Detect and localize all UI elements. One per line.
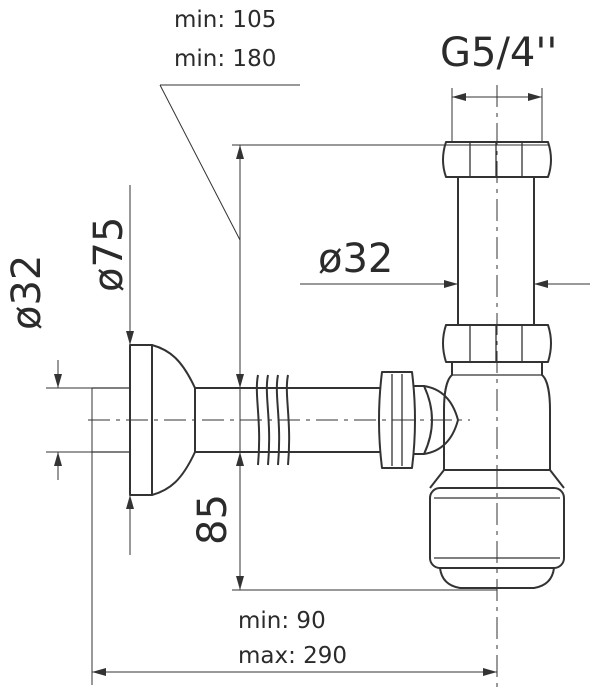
dim-depth <box>159 84 548 590</box>
depth-min-label: min: 105 <box>174 7 276 33</box>
depth-max-label: min: 180 <box>174 46 276 72</box>
top-union-nut <box>442 141 552 178</box>
outlet-diameter-label: ø32 <box>318 236 393 282</box>
length-max-label: max: 290 <box>238 643 347 669</box>
length-min-label: min: 90 <box>238 608 326 634</box>
thread-label: G5/4'' <box>440 30 557 76</box>
dim-wall-pipe-diameter <box>46 360 92 480</box>
wall-pipe-diameter-label: ø32 <box>4 255 50 330</box>
height-label: 85 <box>190 494 236 545</box>
dim-outlet-diameter <box>300 280 590 288</box>
outlet-pipe <box>457 177 535 325</box>
dim-thread-g54 <box>451 88 543 142</box>
flange-diameter-label: ø75 <box>86 217 132 292</box>
dim-length <box>91 388 497 685</box>
pipe-break-symbol <box>255 374 291 466</box>
dim-flange-diameter <box>126 185 134 555</box>
centerlines <box>88 85 498 690</box>
middle-union-nut <box>442 324 552 363</box>
